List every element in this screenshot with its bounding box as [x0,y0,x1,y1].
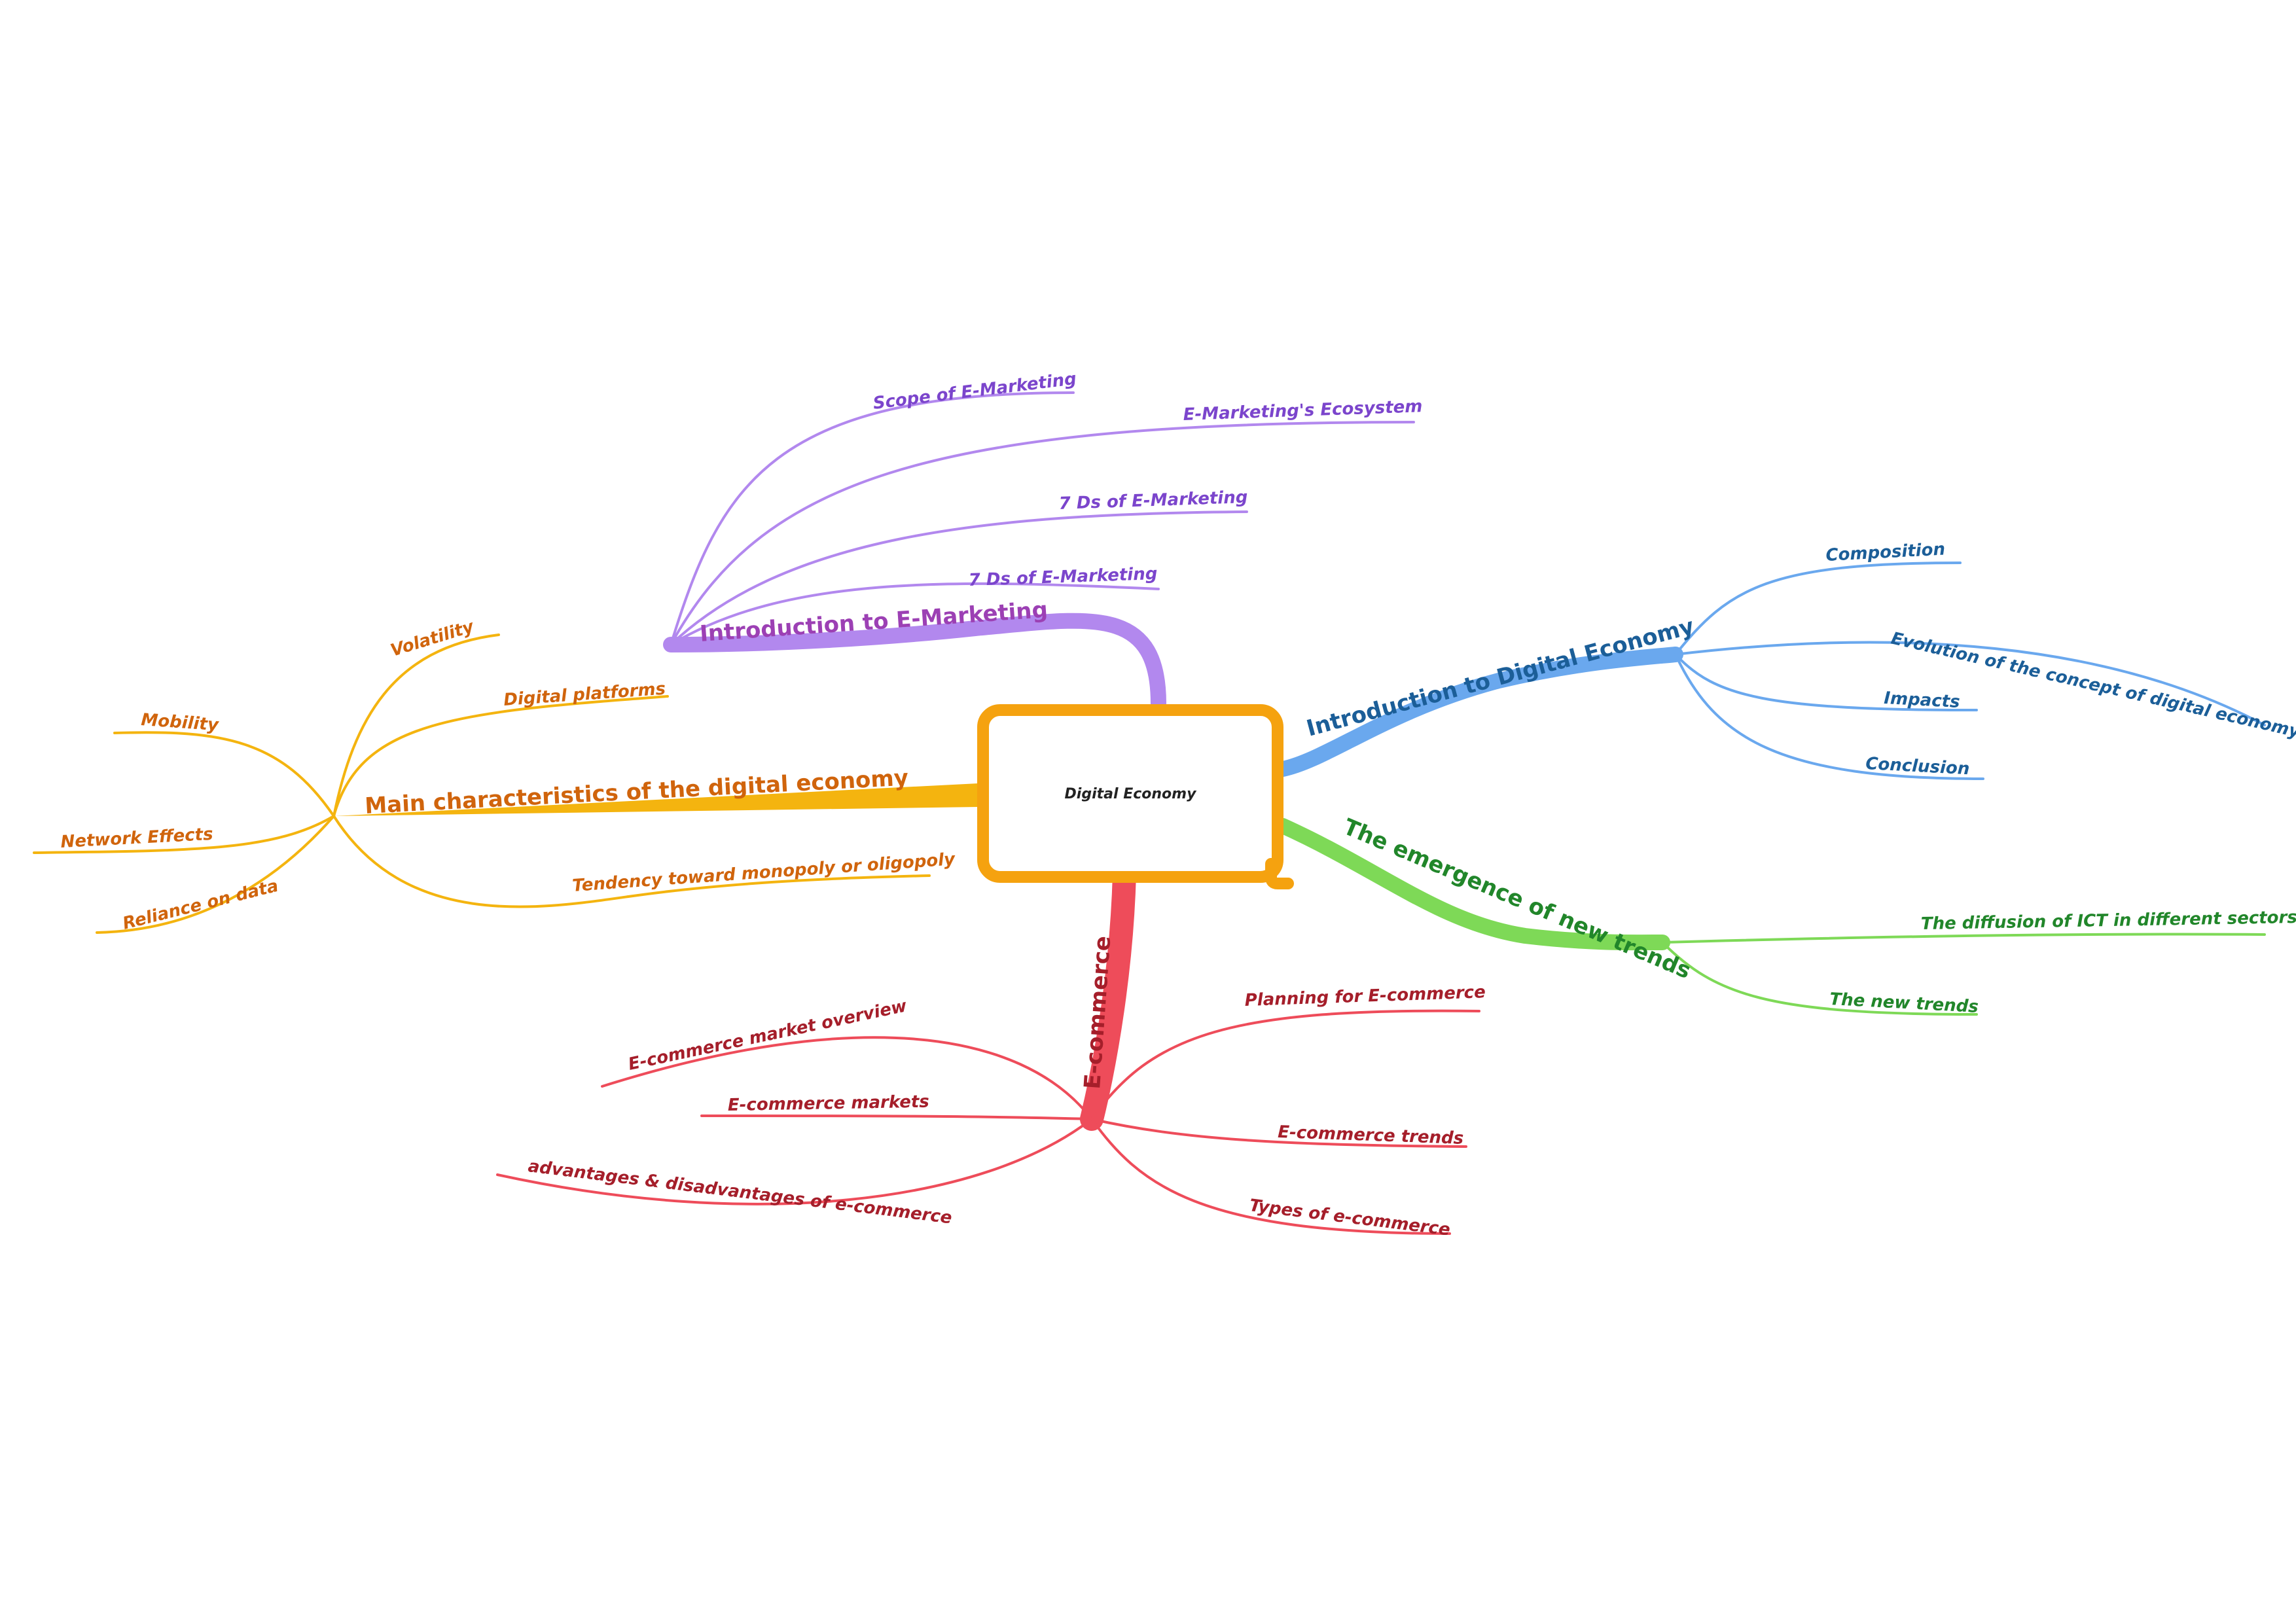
characteristics-sub-connector [33,815,335,854]
trends-sub-label: The new trends [1829,990,1979,1017]
marketing-sub-connector [670,582,1160,646]
ecommerce-sub-label: Types of e-commerce [1248,1196,1451,1240]
ecommerce-sub-connector [1090,1009,1480,1120]
branch-label-digital: Introduction to Digital Economy [1304,613,1697,742]
marketing-sub-label: E-Marketing's Ecosystem [1183,397,1423,425]
branch-introduction-to-e-marketing[interactable]: Introduction to E-Marketing Scope of E-M… [663,369,1423,711]
ecommerce-sub-connector [496,1118,1093,1205]
branch-connector-characteristics [334,783,978,816]
digital-sub-connector [1674,653,1984,780]
digital-sub-connector [1674,641,2266,726]
characteristics-sub-connector [332,695,669,817]
digital-sub-label: Impacts [1884,688,1961,712]
branch-e-commerce[interactable]: E-commerce E-commerce market overview E-… [496,862,1486,1240]
marketing-sub-label: Scope of E-Marketing [872,369,1077,414]
marketing-sub-connector [670,421,1415,646]
characteristics-sub-connector [96,815,335,934]
marketing-sub-connector [670,510,1248,646]
characteristics-sub-connector [332,633,500,817]
branch-label-trends: The emergence of new trends [1339,813,1695,984]
ecommerce-sub-connector [601,1036,1093,1120]
central-topic-box [977,704,1283,883]
ecommerce-sub-connector [1090,1118,1467,1148]
characteristics-sub-label: Digital platforms [503,679,666,710]
ecommerce-sub-label: E-commerce markets [728,1092,929,1115]
branch-main-characteristics[interactable]: Main characteristics of the digital econ… [33,616,978,934]
ecommerce-sub-connector [700,1115,1093,1120]
branch-introduction-to-digital-economy[interactable]: Introduction to Digital Economy Composit… [1275,539,2296,780]
central-topic[interactable]: Digital Economy [977,704,1294,889]
trends-sub-label: The diffusion of ICT in different sector… [1921,908,2296,934]
central-topic-label: Digital Economy [1065,786,1198,802]
characteristics-sub-label: Reliance on data [120,876,280,934]
digital-sub-label: Evolution of the concept of digital econ… [1889,629,2296,742]
ecommerce-sub-label: Planning for E-commerce [1244,982,1486,1010]
marketing-sub-label: 7 Ds of E-Marketing [1058,488,1248,514]
branch-connector-marketing [663,613,1166,711]
characteristics-sub-connector [332,815,931,908]
marketing-sub-connector [670,391,1075,646]
branch-connector-trends [1275,818,1670,951]
digital-sub-connector [1674,562,1962,656]
digital-sub-label: Composition [1825,539,1946,565]
branch-connector-ecommerce [1080,862,1136,1131]
digital-sub-connector [1674,653,1978,711]
ecommerce-sub-connector [1090,1118,1451,1235]
trends-sub-connector [1661,941,1978,1016]
branch-connector-digital [1275,647,1683,777]
trends-sub-connector [1661,933,2266,944]
central-topic-hook [1265,858,1294,889]
characteristics-sub-label: Tendency toward monopoly or oligopoly [571,849,956,896]
ecommerce-sub-label: E-commerce trends [1278,1122,1464,1149]
ecommerce-sub-label: E-commerce market overview [626,996,909,1075]
characteristics-sub-connector [113,731,335,817]
